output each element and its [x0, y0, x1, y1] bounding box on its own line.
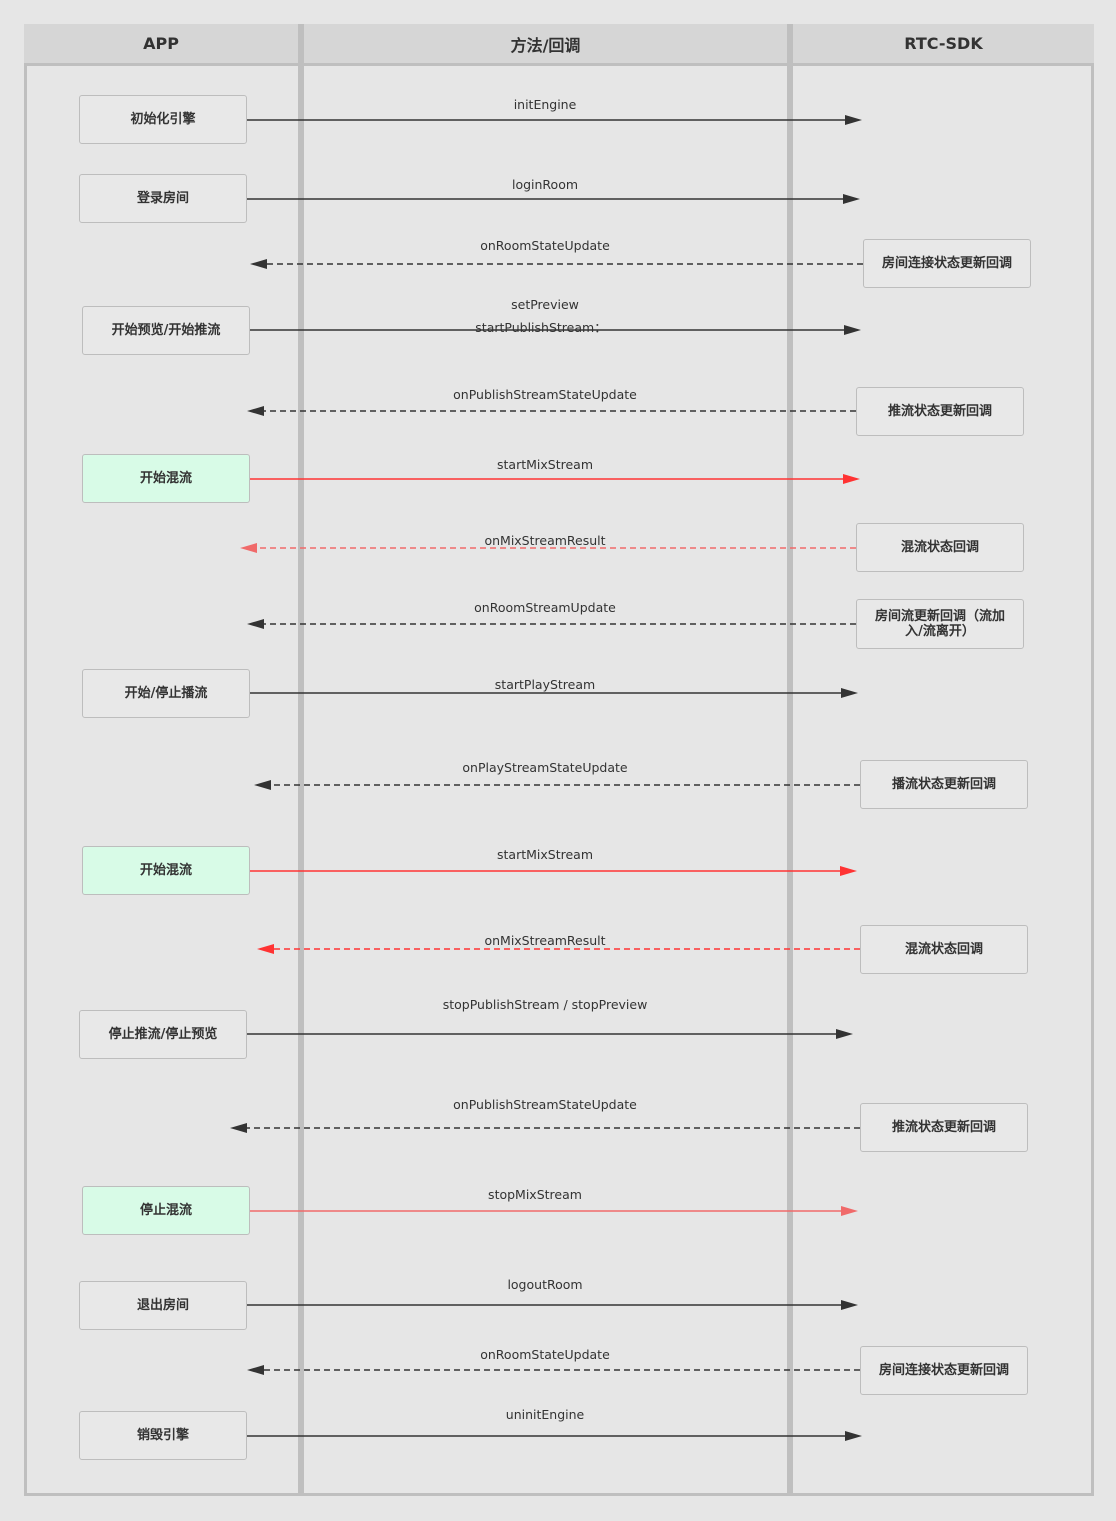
method-label: setPreview — [511, 297, 579, 312]
sdk-callback-box: 房间流更新回调（流加入/流离开） — [856, 599, 1024, 649]
lane-sdk: RTC-SDK — [790, 24, 1094, 1496]
method-label: onPublishStreamStateUpdate — [453, 387, 637, 402]
app-step-box: 停止推流/停止预览 — [79, 1010, 247, 1059]
method-label: uninitEngine — [505, 1407, 585, 1422]
method-label: onRoomStateUpdate — [480, 238, 610, 253]
method-label: initEngine — [513, 97, 577, 112]
lane-header-app: APP — [24, 24, 298, 66]
arrow-head-icon — [843, 474, 860, 484]
app-step-box: 登录房间 — [79, 174, 247, 223]
app-step-box: 开始混流 — [82, 454, 250, 503]
app-step-box: 停止混流 — [82, 1186, 250, 1235]
arrow-head-icon — [240, 543, 257, 553]
method-label: stopPublishStream / stopPreview — [442, 997, 648, 1012]
method-label: onRoomStateUpdate — [480, 1347, 610, 1362]
arrow-head-icon — [843, 194, 860, 204]
method-label: stopMixStream — [488, 1187, 582, 1202]
sdk-callback-box: 推流状态更新回调 — [856, 387, 1024, 436]
sdk-callback-box: 播流状态更新回调 — [860, 760, 1028, 809]
method-label: onMixStreamResult — [484, 533, 606, 548]
arrow-head-icon — [230, 1123, 247, 1133]
sdk-callback-box: 房间连接状态更新回调 — [863, 239, 1031, 288]
method-label: onPublishStreamStateUpdate — [453, 1097, 637, 1112]
arrow-head-icon — [247, 1365, 264, 1375]
arrow-head-icon — [836, 1029, 853, 1039]
app-step-box: 初始化引擎 — [79, 95, 247, 144]
arrow-head-icon — [247, 406, 264, 416]
arrow-head-icon — [254, 780, 271, 790]
sdk-callback-box: 混流状态回调 — [860, 925, 1028, 974]
app-step-box: 销毁引擎 — [79, 1411, 247, 1460]
arrow-head-icon — [841, 1300, 858, 1310]
method-label: logoutRoom — [507, 1277, 583, 1292]
app-step-box: 开始预览/开始推流 — [82, 306, 250, 355]
arrow-head-icon — [841, 1206, 858, 1216]
method-label-secondary: startPublishStream： — [475, 320, 607, 335]
arrow-head-icon — [845, 1431, 862, 1441]
sdk-callback-box: 混流状态回调 — [856, 523, 1024, 572]
sdk-callback-box: 推流状态更新回调 — [860, 1103, 1028, 1152]
arrow-head-icon — [844, 325, 861, 335]
method-label: startMixStream — [497, 457, 593, 472]
sdk-callback-box: 房间连接状态更新回调 — [860, 1346, 1028, 1395]
lane-method: 方法/回调 — [301, 24, 790, 1496]
method-label: onPlayStreamStateUpdate — [462, 760, 628, 775]
method-label: onRoomStreamUpdate — [474, 600, 616, 615]
arrow-head-icon — [250, 259, 267, 269]
method-label: startMixStream — [497, 847, 593, 862]
lane-app: APP — [24, 24, 301, 1496]
method-label: loginRoom — [511, 177, 579, 192]
app-step-box: 退出房间 — [79, 1281, 247, 1330]
lane-header-method: 方法/回调 — [304, 24, 787, 66]
arrow-head-icon — [257, 944, 274, 954]
method-label: onMixStreamResult — [484, 933, 606, 948]
app-step-box: 开始/停止播流 — [82, 669, 250, 718]
arrow-head-icon — [247, 619, 264, 629]
arrow-head-icon — [840, 866, 857, 876]
arrow-head-icon — [841, 688, 858, 698]
method-label: startPlayStream — [494, 677, 596, 692]
app-step-box: 开始混流 — [82, 846, 250, 895]
lane-header-sdk: RTC-SDK — [793, 24, 1094, 66]
arrow-head-icon — [845, 115, 862, 125]
